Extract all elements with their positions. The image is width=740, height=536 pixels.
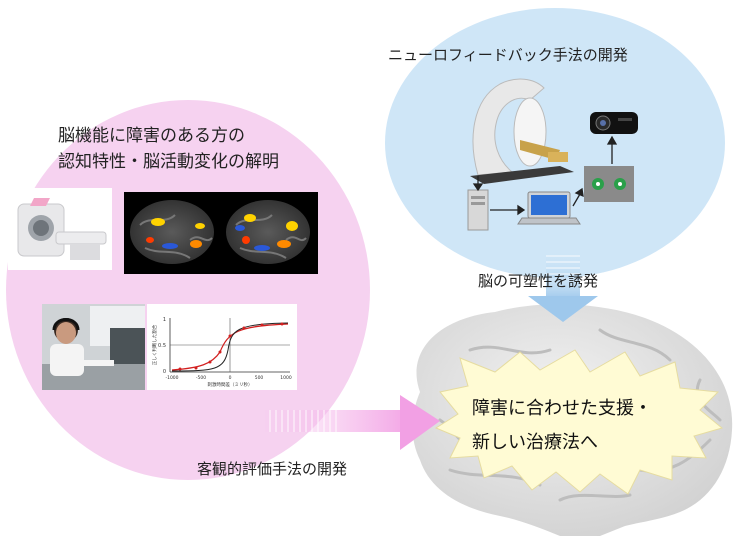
left-block-title: 脳機能に障害のある方の 認知特性・脳活動変化の解明 xyxy=(58,123,279,175)
pink-arrow xyxy=(265,395,440,450)
mri-scanner-icon xyxy=(8,188,112,270)
graph-x-tick: 0 xyxy=(229,375,232,381)
psychometric-graph: 1 0.5 0 -1000 -500 0 500 1000 刺激時間差（ミリ秒）… xyxy=(147,304,297,390)
graph-y-tick: 1 xyxy=(163,317,166,323)
desktop-pc-icon xyxy=(467,189,489,231)
blue-arrow xyxy=(528,252,598,322)
mri-scanner-icon xyxy=(470,78,574,184)
feedback-screen-icon xyxy=(584,166,634,202)
graph-y-tick: 0 xyxy=(163,369,166,375)
plasticity-label: 脳の可塑性を誘発 xyxy=(478,272,599,290)
graph-x-tick: -1000 xyxy=(165,375,178,381)
test-subject-photo xyxy=(42,304,145,390)
left-title-line-2: 認知特性・脳活動変化の解明 xyxy=(58,152,279,172)
left-title-line-1: 脳機能に障害のある方の xyxy=(58,126,245,146)
laptop-icon xyxy=(517,191,581,225)
graph-x-label: 刺激時間差（ミリ秒） xyxy=(208,381,253,388)
graph-x-tick: 500 xyxy=(255,375,264,381)
fmri-brain-map-icon xyxy=(124,192,318,274)
graph-y-label: 正しく判断した割合 xyxy=(151,324,158,365)
neurofeedback-title: ニューロフィードバック手法の開発 xyxy=(388,46,628,64)
graph-x-tick: 1000 xyxy=(280,375,292,381)
goal-text: 障害に合わせた支援・ 新しい治療法へ xyxy=(472,392,652,460)
goal-line-2: 新しい治療法へ xyxy=(472,432,598,453)
graph-x-tick: -500 xyxy=(196,375,206,381)
connection-arrows xyxy=(472,135,618,216)
graph-y-tick: 0.5 xyxy=(158,343,166,349)
starburst-icon xyxy=(434,349,724,495)
evaluation-label: 客観的評価手法の開発 xyxy=(197,460,348,478)
projector-icon xyxy=(590,112,638,134)
goal-line-1: 障害に合わせた支援・ xyxy=(472,398,652,419)
